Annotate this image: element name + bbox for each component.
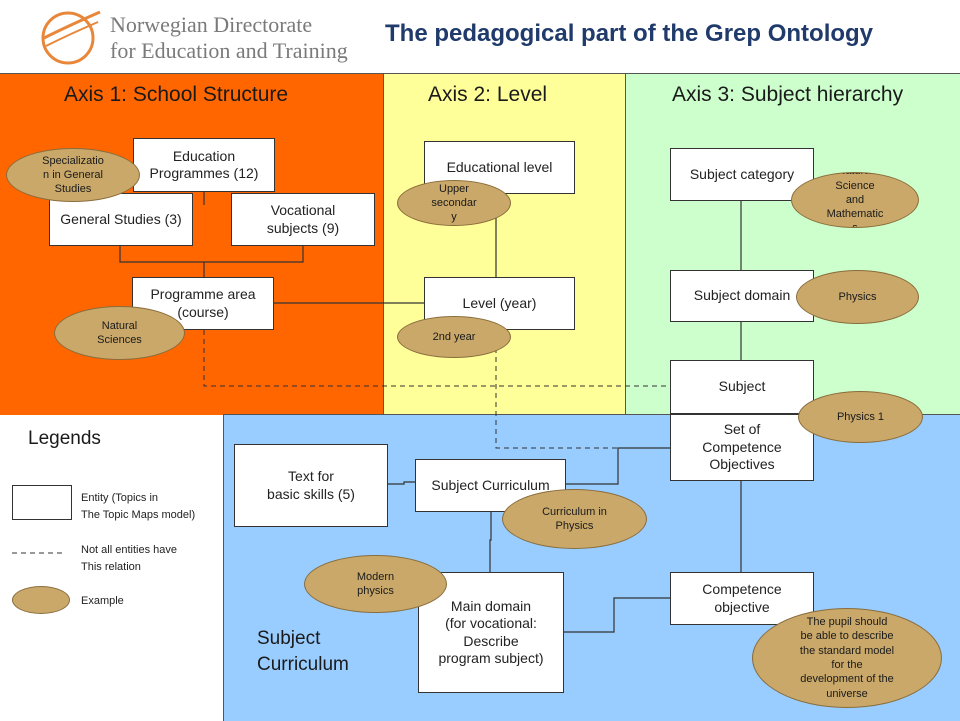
competence-objective-box: Competence objective — [670, 572, 814, 625]
subject-category-box: Subject category — [670, 148, 814, 201]
axis3-panel — [625, 73, 960, 415]
set-of-competence-box: Set of Competence Objectives — [670, 414, 814, 481]
vocational-subjects-box: Vocational subjects (9) — [231, 193, 375, 246]
example-curriculum-physics: Curriculum in Physics — [502, 489, 647, 549]
text-basic-skills-box: Text for basic skills (5) — [234, 444, 388, 527]
legend-dashed-label: Not all entities have This relation — [81, 544, 177, 573]
subject-domain-box: Subject domain — [670, 270, 814, 322]
subject-curriculum-section-label: Subject Curriculum — [257, 628, 349, 675]
org-logo — [38, 8, 104, 66]
subject-curriculum-box: Subject Curriculum — [415, 459, 566, 512]
education-programmes-box: Education Programmes (12) — [133, 138, 275, 192]
legend-example-swatch — [12, 586, 70, 614]
example-natural-sciences: Natural Sciences — [54, 306, 185, 360]
org-name: Norwegian Directorate for Education and … — [110, 12, 348, 64]
page-title: The pedagogical part of the Grep Ontolog… — [385, 20, 874, 47]
legend-entity-label: Entity (Topics in The Topic Maps model) — [81, 492, 196, 521]
example-second-year: 2nd year — [397, 316, 511, 358]
legend-title: Legends — [28, 428, 101, 449]
example-pupil-should: The pupil should be able to describe the… — [752, 608, 942, 708]
main-domain-box: Main domain (for vocational: Describe pr… — [418, 572, 564, 693]
level-year-box: Level (year) — [424, 277, 575, 330]
axis2-panel — [383, 73, 626, 415]
subject-box: Subject — [670, 360, 814, 414]
axis2-title: Axis 2: Level — [428, 83, 548, 106]
example-specialization: Specializatio n in General Studies — [6, 148, 140, 202]
logo-icon — [41, 10, 101, 65]
example-upper-secondary: Upper secondar y — [397, 180, 511, 226]
example-natural-science-math: Natural Science and Mathematic s — [791, 172, 919, 228]
example-physics1: Physics 1 — [798, 391, 923, 443]
legend-example-label: Example — [81, 595, 124, 607]
legend-entity-swatch — [12, 485, 72, 520]
example-physics: Physics — [796, 270, 919, 324]
axis1-title: Axis 1: School Structure — [64, 83, 289, 106]
axis3-title: Axis 3: Subject hierarchy — [672, 83, 904, 106]
example-modern-physics: Modern physics — [304, 555, 447, 613]
